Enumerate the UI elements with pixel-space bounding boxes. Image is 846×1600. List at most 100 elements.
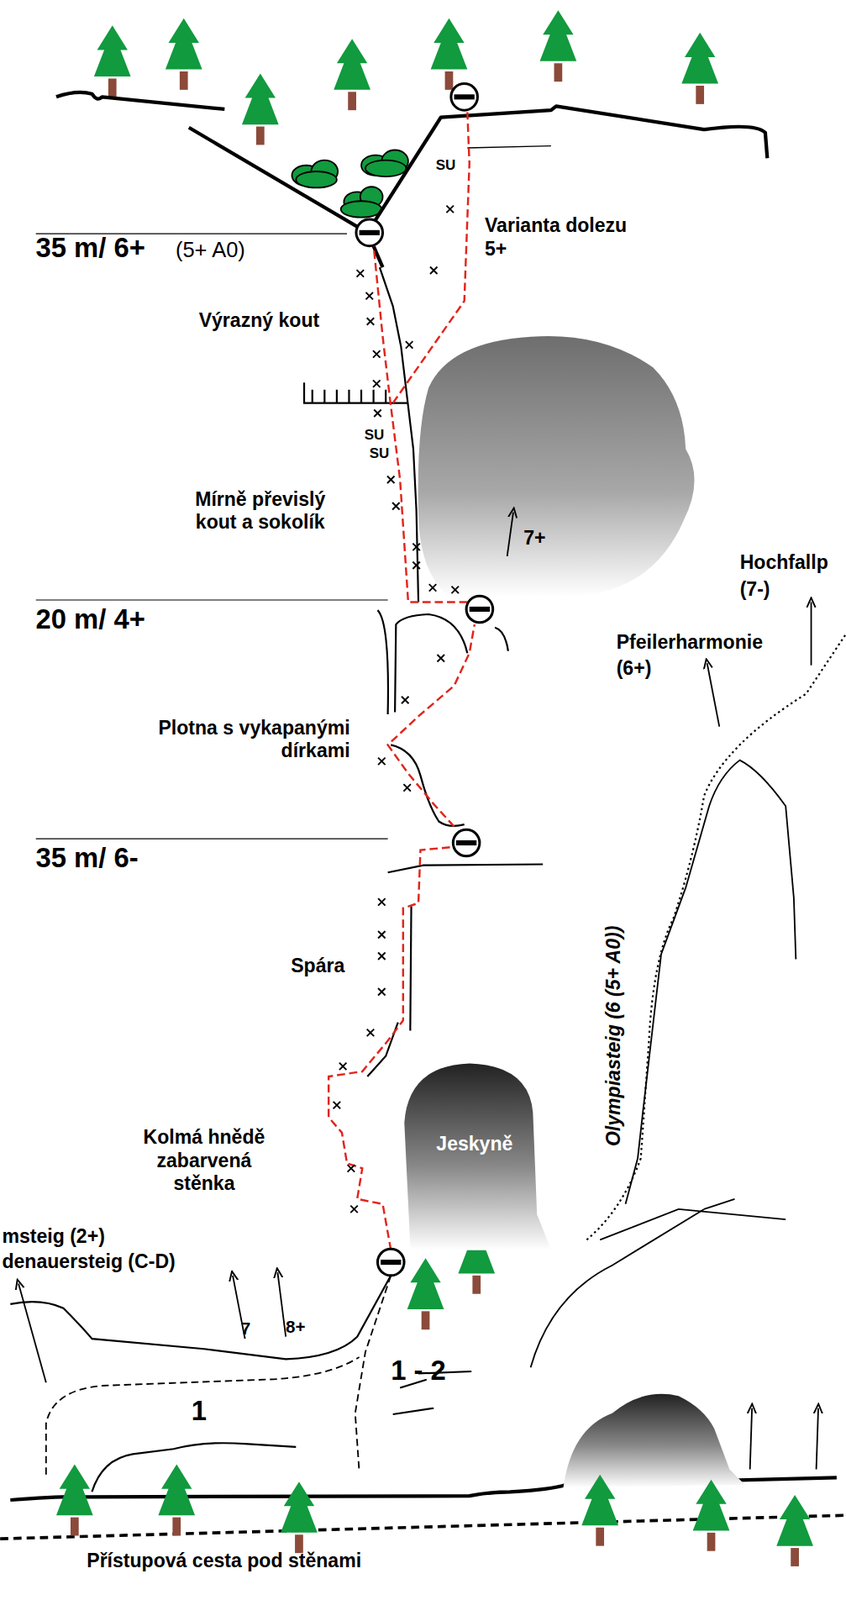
topo-stroke bbox=[333, 1101, 342, 1109]
topo-stroke bbox=[388, 624, 475, 826]
topo-stroke bbox=[357, 269, 365, 278]
topo-stroke bbox=[394, 614, 468, 713]
topo-label: Pfeilerharmonie bbox=[616, 630, 763, 655]
topo-stroke bbox=[277, 1271, 286, 1337]
topo-stroke bbox=[350, 1205, 358, 1214]
node-text: 1 - 2 bbox=[390, 1354, 447, 1387]
topo-stroke bbox=[625, 760, 797, 1204]
topo-stroke bbox=[681, 32, 719, 105]
topo-stroke bbox=[586, 632, 846, 1241]
topo-stroke bbox=[365, 160, 407, 177]
topo-stroke bbox=[373, 379, 381, 388]
topo-stroke bbox=[407, 1257, 445, 1330]
topo-stroke bbox=[378, 930, 386, 939]
topo-label: SU bbox=[364, 426, 385, 444]
topo-stroke bbox=[776, 1494, 814, 1566]
topo-label: SU bbox=[436, 157, 457, 174]
topo-stroke bbox=[418, 336, 695, 597]
topo-stroke bbox=[467, 146, 552, 148]
topo-label: (7-) bbox=[740, 578, 771, 602]
topo-stroke bbox=[540, 10, 578, 82]
topo-stroke bbox=[56, 92, 225, 110]
topo-label: 7 bbox=[241, 1318, 251, 1340]
node-text: Jeskyně bbox=[436, 1132, 513, 1156]
topo-label: denauersteig (C-D) bbox=[1, 1250, 175, 1274]
topo-stroke bbox=[393, 1408, 435, 1414]
topo-stroke bbox=[312, 389, 386, 404]
topo-stroke bbox=[437, 654, 446, 663]
topo-stroke bbox=[373, 409, 382, 418]
topo-stroke bbox=[46, 1356, 360, 1475]
topo-stroke bbox=[356, 219, 384, 247]
topo-stroke bbox=[430, 18, 468, 90]
topo-stroke bbox=[452, 829, 480, 857]
topo-stroke bbox=[18, 512, 819, 1470]
topo-label: Mírně převislý kout a sokolík bbox=[185, 488, 335, 535]
topo-stroke bbox=[810, 601, 813, 665]
cave-shape: Jeskyně bbox=[398, 1061, 552, 1251]
topo-stroke bbox=[377, 1248, 405, 1276]
topo-stroke bbox=[507, 512, 514, 557]
topo-stroke bbox=[446, 205, 454, 214]
topo-label: 8+ bbox=[285, 1316, 306, 1338]
topo-stroke bbox=[157, 1464, 195, 1536]
topo-label: 35 m/ 6- bbox=[36, 840, 139, 874]
topo-stroke bbox=[46, 1275, 391, 1475]
topo-label: (5+ A0) bbox=[175, 236, 246, 263]
topo-stroke bbox=[451, 586, 460, 594]
topo-stroke bbox=[304, 382, 409, 403]
topo-stroke bbox=[355, 1275, 392, 1472]
topo-stroke bbox=[36, 838, 389, 840]
topo-stroke bbox=[581, 1474, 619, 1546]
topo-label: SU bbox=[369, 445, 390, 463]
topo-stroke bbox=[291, 150, 408, 218]
topo-stroke bbox=[377, 609, 388, 715]
topo-label: Plotna s vykapanými dírkami bbox=[146, 716, 351, 763]
topo-stroke bbox=[36, 599, 389, 600]
topo-stroke bbox=[816, 1408, 819, 1470]
topo-stroke bbox=[367, 1029, 375, 1037]
topo-stroke bbox=[466, 595, 494, 623]
topo-label: Varianta dolezu 5+ bbox=[484, 214, 651, 261]
topo-stroke bbox=[451, 84, 479, 111]
topo-label: 7+ bbox=[523, 526, 546, 551]
topo-stroke bbox=[704, 1198, 735, 1209]
topo-label: Hochfallp bbox=[740, 551, 829, 575]
topo-stroke bbox=[412, 543, 421, 552]
topo-stroke bbox=[295, 171, 337, 188]
topo-stroke bbox=[165, 18, 203, 90]
topo-stroke bbox=[430, 267, 438, 275]
topo-stroke bbox=[378, 898, 386, 906]
topo-stroke bbox=[378, 952, 386, 961]
topo-stroke bbox=[10, 1275, 391, 1360]
topo-stroke bbox=[367, 317, 375, 326]
node-text: 1 bbox=[191, 1394, 207, 1427]
topo-label: 20 m/ 4+ bbox=[36, 602, 146, 636]
topo-stroke bbox=[392, 502, 400, 510]
topo-label: Olympiasteig (6 (5+ A0)) bbox=[602, 924, 626, 1149]
topo-stroke bbox=[373, 350, 381, 358]
topo-stroke bbox=[373, 244, 468, 602]
topo-stroke bbox=[405, 341, 414, 349]
topo-stroke bbox=[599, 1208, 786, 1240]
topo-stroke bbox=[390, 744, 464, 825]
topo-stroke bbox=[403, 783, 411, 792]
topo-stroke bbox=[379, 267, 419, 602]
topo-stroke bbox=[18, 1283, 47, 1383]
topo-stroke bbox=[429, 583, 437, 592]
cave-fill bbox=[404, 1063, 552, 1251]
topo-stroke bbox=[707, 662, 720, 726]
topo-stroke bbox=[562, 1393, 745, 1488]
topo-label: Přístupová cesta pod stěnami bbox=[86, 1549, 362, 1573]
topo-stroke bbox=[10, 1275, 472, 1492]
cave-outline bbox=[398, 1061, 552, 1251]
topo-stroke bbox=[530, 1208, 705, 1367]
topo-stroke bbox=[388, 864, 544, 873]
topo-stroke bbox=[366, 292, 374, 300]
topo-stroke bbox=[189, 127, 368, 233]
topo-stroke bbox=[378, 987, 386, 996]
topo-stroke bbox=[378, 757, 386, 766]
area-region: 1 - 2 bbox=[367, 1345, 469, 1397]
topo-label: msteig (2+) bbox=[1, 1224, 105, 1249]
